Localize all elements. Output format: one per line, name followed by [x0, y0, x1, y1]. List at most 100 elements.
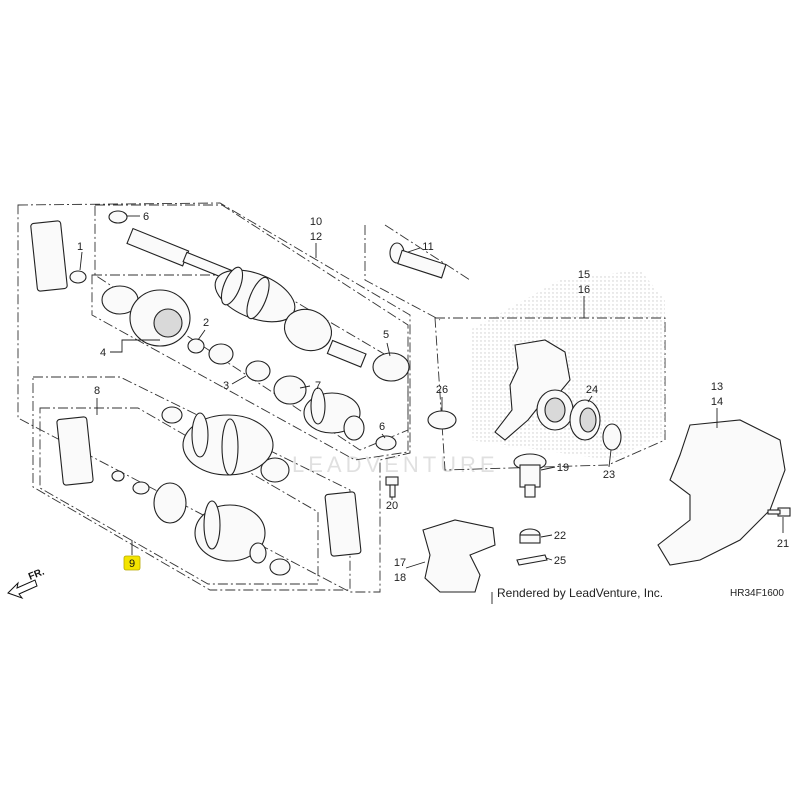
boot-band-6a[interactable]	[108, 210, 128, 224]
bearing-24-inner	[579, 407, 597, 433]
leader-11	[407, 247, 421, 253]
kit-frame-boots	[39, 407, 319, 585]
footer-credit: Rendered by LeadVenture, Inc.	[497, 586, 663, 600]
shaft-boot-ring-b	[246, 276, 270, 320]
callout-2[interactable]: 2	[203, 317, 209, 329]
callout-6a[interactable]: 6	[143, 211, 149, 223]
bolt-21-shank	[767, 509, 781, 515]
drive-shaft-assembly[interactable]	[126, 227, 367, 368]
boot-band-5[interactable]	[372, 352, 410, 382]
callout-25[interactable]: 25	[554, 555, 566, 567]
leader-4	[110, 339, 160, 353]
knuckle-frame	[434, 317, 666, 471]
shaft-splined-end	[126, 227, 190, 267]
kit-frame-upper	[17, 202, 411, 593]
boot-band-7[interactable]	[273, 375, 307, 405]
wheel-bearing-24[interactable]	[569, 399, 601, 441]
castle-nut-22[interactable]	[519, 528, 541, 544]
ball-joint-19-body	[519, 464, 541, 488]
boot-band-6b[interactable]	[375, 435, 397, 451]
clip-lower-b[interactable]	[132, 481, 150, 495]
boot-lower-lower-neck	[249, 542, 267, 564]
fr-label: FR.	[27, 566, 46, 582]
bearing-cage-4[interactable]	[208, 343, 234, 365]
callout-9: 9	[129, 558, 135, 570]
grease-packet-lower-right[interactable]	[324, 491, 362, 557]
arrow-icon	[7, 579, 38, 600]
callout-1[interactable]: 1	[77, 241, 83, 253]
callout-9-highlight[interactable]: 9	[123, 555, 141, 571]
band-lower-c[interactable]	[153, 482, 187, 524]
front-direction-arrow: FR.	[7, 566, 46, 600]
bracket-17-18[interactable]	[422, 519, 496, 593]
inner-joint-housing[interactable]	[101, 285, 191, 347]
bolt-frame	[364, 225, 441, 321]
boot-7-ring	[310, 387, 326, 425]
callout-3[interactable]: 3	[223, 380, 229, 392]
callout-26[interactable]: 26	[436, 384, 448, 396]
callout-8[interactable]: 8	[94, 385, 100, 397]
cotter-pin-25[interactable]	[516, 554, 548, 566]
callout-17[interactable]: 17	[394, 557, 406, 569]
callout-24[interactable]: 24	[586, 384, 598, 396]
joint-boot-7[interactable]	[303, 387, 365, 441]
leader-22	[540, 534, 553, 538]
boot-lower-lower-ring	[203, 500, 221, 550]
callout-20[interactable]: 20	[386, 500, 398, 512]
boot-7-neck	[343, 415, 365, 441]
callout-18[interactable]: 18	[394, 572, 406, 584]
callout-22[interactable]: 22	[554, 530, 566, 542]
callout-21[interactable]: 21	[777, 538, 789, 550]
inner-joint-bore	[153, 308, 183, 338]
leader-19	[540, 466, 556, 471]
shaft-boot-ring-a	[220, 266, 244, 306]
knuckle-hub-center	[544, 397, 566, 423]
callout-14[interactable]: 14	[711, 396, 723, 408]
boot-lower-upper[interactable]	[182, 412, 274, 476]
boot-lower-lower[interactable]	[194, 500, 267, 564]
clip-lower-a[interactable]	[111, 470, 125, 482]
callout-12[interactable]: 12	[310, 231, 322, 243]
callout-10[interactable]: 10	[310, 216, 322, 228]
snap-ring-26[interactable]	[427, 410, 457, 430]
callout-23[interactable]: 23	[603, 469, 615, 481]
leader-17-18	[405, 561, 426, 569]
bolt-20-shank	[389, 484, 396, 498]
leader-3	[231, 375, 247, 385]
callout-7[interactable]: 7	[315, 380, 321, 392]
leader-23	[608, 449, 612, 468]
band-lower-e[interactable]	[260, 457, 290, 483]
callout-11[interactable]: 11	[422, 241, 433, 253]
callout-15[interactable]: 15	[578, 269, 590, 281]
grease-packet-upper[interactable]	[30, 220, 68, 292]
circlip-23[interactable]	[602, 423, 622, 451]
band-lower-f[interactable]	[269, 558, 291, 576]
callout-5[interactable]: 5	[383, 329, 389, 341]
leader-24	[587, 395, 593, 403]
grease-packet-lower-left[interactable]	[56, 416, 94, 486]
leader-5	[386, 342, 391, 357]
bolt-20[interactable]	[385, 476, 399, 498]
inner-race-2[interactable]	[187, 338, 205, 354]
callout-13[interactable]: 13	[711, 381, 723, 393]
steering-knuckle[interactable]	[494, 339, 574, 441]
callout-6b[interactable]: 6	[379, 421, 385, 433]
band-lower-d[interactable]	[161, 406, 183, 424]
shaft-cv-joint	[283, 308, 333, 352]
pinch-bolt-11[interactable]	[389, 242, 447, 279]
boot-lower-upper-ring-a	[191, 412, 209, 458]
leader-7	[299, 385, 311, 389]
snap-ring-3[interactable]	[245, 360, 271, 382]
callout-4[interactable]: 4	[100, 347, 106, 359]
ball-joint-19-stud	[524, 484, 536, 498]
ball-joint-19[interactable]	[513, 453, 547, 498]
callout-19[interactable]: 19	[557, 462, 569, 474]
splash-guard-13-14[interactable]	[657, 419, 786, 566]
callout-16[interactable]: 16	[578, 284, 590, 296]
leader-1	[79, 251, 83, 271]
knuckle-body	[494, 339, 571, 441]
callout-9-box	[123, 555, 141, 571]
bolt-21[interactable]	[767, 507, 791, 517]
circlip-1[interactable]	[69, 270, 87, 284]
